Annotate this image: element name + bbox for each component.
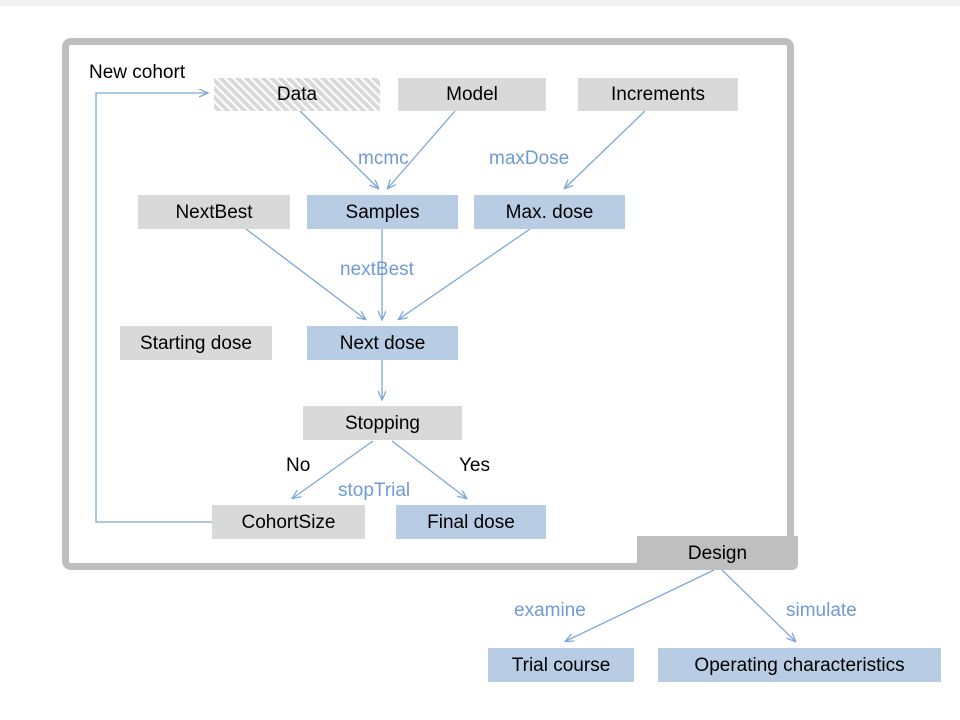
node-label: Starting dose — [140, 332, 252, 354]
arrow-increments-to-maxdose — [565, 110, 646, 188]
edge-label-mcmc: mcmc — [358, 148, 409, 169]
node-cohort-size[interactable]: CohortSize — [212, 505, 365, 539]
node-label: Operating characteristics — [694, 654, 905, 676]
node-label: Samples — [345, 201, 420, 223]
edge-label-stop-trial: stopTrial — [338, 480, 411, 501]
node-increments[interactable]: Increments — [578, 78, 738, 111]
node-trial-course[interactable]: Trial course — [488, 648, 634, 682]
edge-label-examine: examine — [514, 600, 586, 621]
arrow-cohortsize-to-data — [95, 93, 212, 523]
node-stopping[interactable]: Stopping — [303, 406, 462, 440]
node-label: NextBest — [175, 201, 253, 223]
node-label: Data — [276, 84, 318, 105]
node-label: Design — [687, 542, 748, 564]
new-cohort-label: New cohort — [89, 62, 186, 83]
node-label: CohortSize — [241, 511, 336, 533]
edge-label-no: No — [286, 455, 311, 476]
node-label: Final dose — [427, 511, 515, 533]
node-model[interactable]: Model — [398, 78, 546, 111]
loop-frame — [62, 38, 794, 570]
arrow-model-to-samples — [388, 110, 456, 188]
node-max-dose[interactable]: Max. dose — [474, 195, 625, 229]
node-next-dose[interactable]: Next dose — [307, 326, 458, 360]
node-samples[interactable]: Samples — [307, 195, 458, 229]
node-label: Stopping — [344, 412, 420, 434]
node-operating-characteristics[interactable]: Operating characteristics — [658, 648, 941, 682]
arrow-stopping-to-cohortsize — [293, 440, 374, 498]
edge-label-yes: Yes — [459, 455, 490, 476]
arrow-data-to-samples — [299, 110, 378, 188]
arrow-design-to-opchar — [721, 569, 795, 641]
top-strip — [0, 0, 960, 6]
node-final-dose[interactable]: Final dose — [396, 505, 546, 539]
arrow-design-to-trialcourse — [566, 569, 715, 641]
edge-label-simulate: simulate — [786, 600, 857, 621]
arrow-maxdose-to-nextdose — [399, 228, 531, 319]
node-nextbest[interactable]: NextBest — [138, 195, 290, 229]
edge-label-next-best: nextBest — [340, 259, 414, 280]
arrow-nextbest-to-nextdose — [245, 228, 365, 319]
node-design[interactable]: Design — [637, 536, 798, 570]
node-data[interactable]: Data — [214, 78, 380, 111]
arrow-stopping-to-finaldose — [391, 440, 466, 498]
node-label: Increments — [611, 84, 705, 105]
node-label: Max. dose — [505, 201, 594, 223]
node-label: Trial course — [511, 654, 611, 676]
node-starting-dose[interactable]: Starting dose — [120, 326, 272, 360]
node-label: Next dose — [339, 332, 426, 354]
node-label: Model — [446, 84, 498, 105]
edge-label-max-dose: maxDose — [489, 148, 570, 169]
